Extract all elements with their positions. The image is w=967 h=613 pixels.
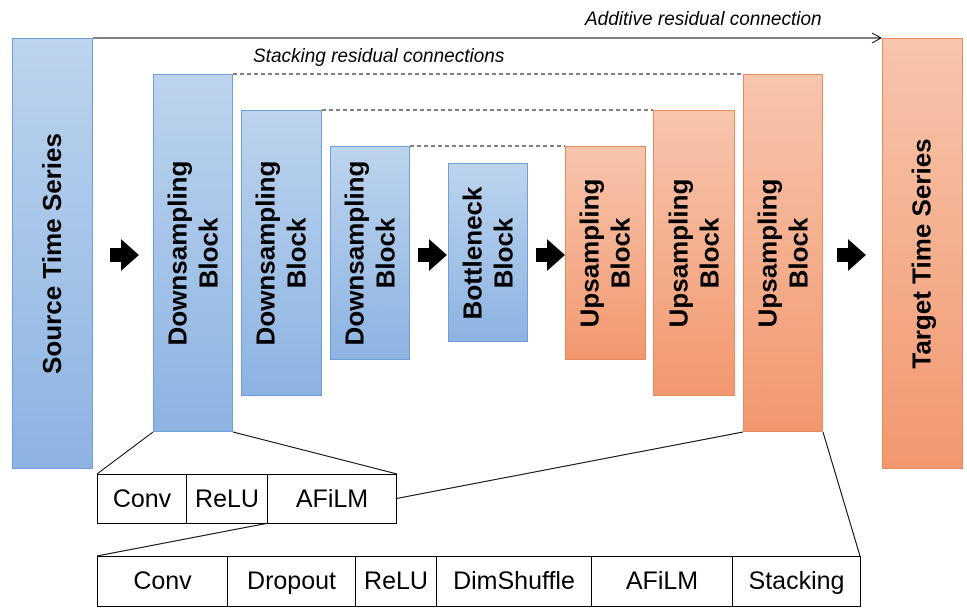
up1-label-2: Block [605, 217, 636, 289]
up-detail-dropout: Dropout [228, 557, 356, 606]
down-zoom-left [96, 431, 154, 475]
up-detail-afilm: AFiLM [592, 557, 733, 606]
down-detail-conv: Conv [98, 475, 187, 523]
up-detail-dimshuffle: DimShuffle [437, 557, 592, 606]
down2-label-1: Downsampling [250, 160, 281, 346]
target-time-series-block: Target Time Series [882, 38, 963, 469]
up-detail-stacking: Stacking [748, 567, 845, 595]
up2-label-2: Block [694, 217, 725, 289]
down3-label-2: Block [370, 217, 400, 289]
down1-label-2: Block [193, 217, 223, 289]
bottleneck-label-1: Bottleneck [457, 186, 488, 319]
up-detail-relu: ReLU [356, 557, 437, 606]
source-label: Source Time Series [37, 133, 67, 374]
up3-label-1: Upsampling [752, 178, 783, 328]
target-label: Target Time Series [907, 138, 938, 369]
up-detail-conv: Conv [98, 557, 228, 606]
additive-residual-arrowhead [871, 32, 883, 44]
stacking-residual-label: Stacking residual connections [253, 46, 505, 67]
source-time-series-block: Source Time Series [12, 38, 93, 469]
up2-label-1: Upsampling [663, 178, 694, 328]
down3-label-1: Downsampling [339, 160, 369, 346]
down-detail-relu: ReLU [187, 475, 268, 523]
up-zoom-left [96, 431, 744, 557]
down2-label-2: Block [281, 217, 312, 289]
up-zoom-right [822, 431, 861, 557]
additive-residual-label: Additive residual connection [585, 9, 822, 30]
up3-label-2: Block [783, 217, 814, 289]
down-zoom-right [232, 431, 398, 475]
downsampling-detail-table: Conv ReLU AFiLM [97, 474, 397, 524]
down1-label-1: Downsampling [162, 160, 192, 346]
down-detail-afilm: AFiLM [295, 484, 369, 513]
up1-label-1: Upsampling [574, 178, 605, 328]
bottleneck-label-2: Block [488, 217, 519, 288]
upsampling-detail-table: Conv Dropout ReLU DimShuffle AFiLM Stack… [97, 556, 861, 607]
